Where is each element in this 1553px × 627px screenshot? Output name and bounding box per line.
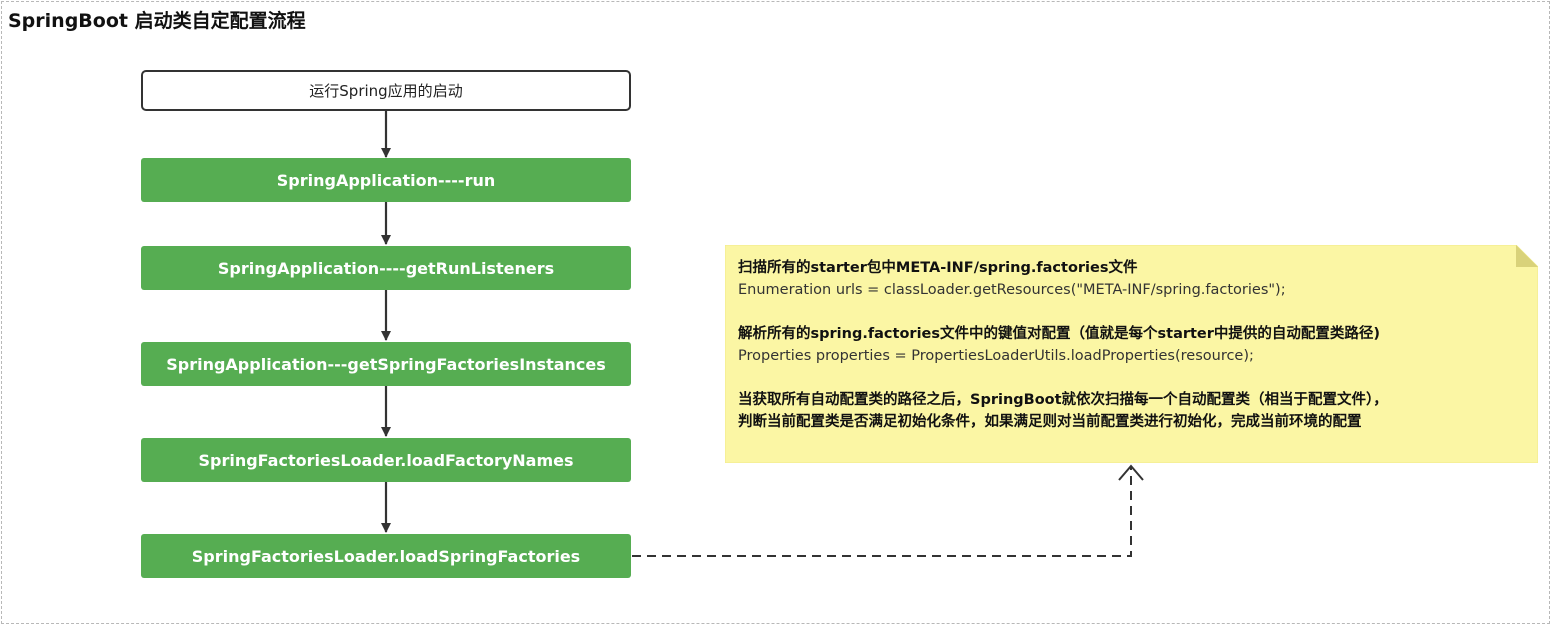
step-node-get-spring-factories-instances: SpringApplication---getSpringFactoriesIn… bbox=[141, 342, 631, 386]
step-node-label: SpringApplication----run bbox=[276, 170, 496, 190]
note-parse-code: Properties properties = PropertiesLoader… bbox=[738, 348, 1254, 364]
step-node-label: SpringApplication----getRunListeners bbox=[217, 258, 555, 278]
note-scan-code: Enumeration urls = classLoader.getResour… bbox=[738, 282, 1286, 298]
step-node-label: SpringApplication---getSpringFactoriesIn… bbox=[166, 354, 606, 374]
step-node-run: SpringApplication----run bbox=[141, 158, 631, 202]
note-parse-heading: 解析所有的spring.factories文件中的键值对配置（值就是每个star… bbox=[738, 326, 1381, 342]
note-text: 扫描所有的starter包中META-INF/spring.factories文… bbox=[738, 257, 1518, 433]
start-node: 运行Spring应用的启动 bbox=[141, 70, 631, 111]
start-node-label: 运行Spring应用的启动 bbox=[309, 82, 463, 100]
diagram-title: SpringBoot 启动类自定配置流程 bbox=[8, 10, 306, 32]
note-background bbox=[725, 245, 1538, 463]
dashed-link-arrowhead bbox=[1118, 464, 1144, 481]
step-node-load-factory-names: SpringFactoriesLoader.loadFactoryNames bbox=[141, 438, 631, 482]
note-box: 扫描所有的starter包中META-INF/spring.factories文… bbox=[725, 245, 1538, 463]
step-node-load-spring-factories: SpringFactoriesLoader.loadSpringFactorie… bbox=[141, 534, 631, 578]
step-node-label: SpringFactoriesLoader.loadSpringFactorie… bbox=[191, 546, 581, 566]
dashed-link-step5-to-note bbox=[632, 467, 1132, 557]
note-summary-line2: 判断当前配置类是否满足初始化条件，如果满足则对当前配置类进行初始化，完成当前环境… bbox=[738, 414, 1362, 430]
step-node-label: SpringFactoriesLoader.loadFactoryNames bbox=[198, 450, 574, 470]
note-scan-heading: 扫描所有的starter包中META-INF/spring.factories文… bbox=[738, 260, 1138, 276]
step-node-get-run-listeners: SpringApplication----getRunListeners bbox=[141, 246, 631, 290]
note-summary-line1: 当获取所有自动配置类的路径之后，SpringBoot就依次扫描每一个自动配置类（… bbox=[738, 392, 1388, 408]
